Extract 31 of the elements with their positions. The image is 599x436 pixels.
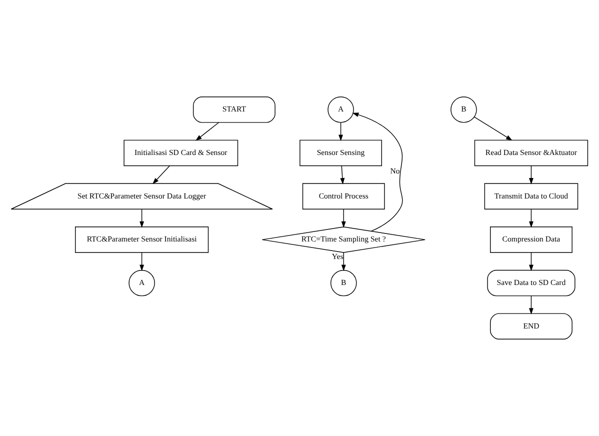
edge-label: Yes <box>332 252 344 262</box>
arrow <box>195 122 220 141</box>
arrow <box>528 296 534 314</box>
node-circle: B <box>450 96 477 123</box>
node-box: RTC&Parameter Sensor Initialisasi <box>75 226 209 253</box>
node-box: Transmit Data to Cloud <box>484 183 578 210</box>
arrow <box>528 165 534 184</box>
node-circle: A <box>128 270 155 296</box>
node-diamond: RTC=Time Sampling Set ? <box>262 226 426 253</box>
arrow <box>352 112 403 232</box>
arrow <box>140 252 144 272</box>
arrow <box>528 208 534 228</box>
node-box: END <box>490 313 572 340</box>
node-box: Save Data to SD Card <box>487 270 576 296</box>
node-circle: A <box>328 96 354 123</box>
node-box: Read Data Sensor &Aktuator <box>474 140 588 166</box>
arrow <box>528 252 534 272</box>
arrow <box>341 252 346 272</box>
node-box: Control Process <box>302 183 385 210</box>
node-box: Compression Data <box>490 226 572 253</box>
node-circle: B <box>330 270 357 296</box>
node-box: Sensor Sensing <box>300 140 382 166</box>
arrow <box>152 165 170 184</box>
node-box: Initialisasi SD Card & Sensor <box>124 140 238 166</box>
arrow <box>341 208 346 228</box>
arrow <box>338 122 344 142</box>
arrow <box>340 165 345 184</box>
arrow <box>140 208 144 228</box>
node-box: START <box>192 96 276 123</box>
edge-label: No <box>390 166 400 176</box>
arrow <box>474 116 512 141</box>
